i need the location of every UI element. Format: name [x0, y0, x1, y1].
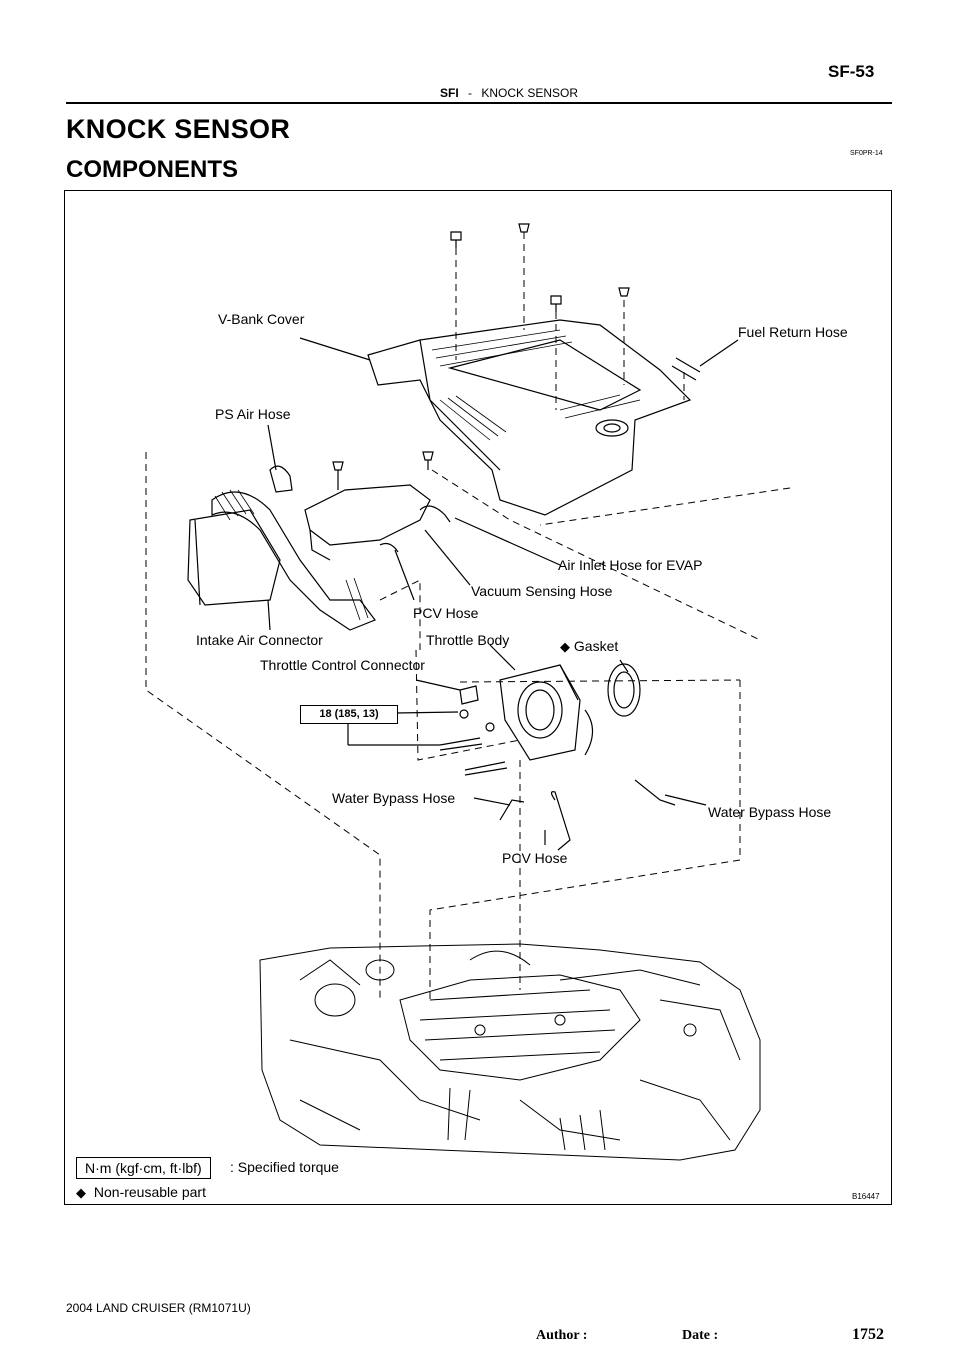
- gasket-text: Gasket: [573, 638, 619, 654]
- header-rule: [66, 102, 892, 104]
- section-title: KNOCK SENSOR: [481, 86, 579, 100]
- section-heading: COMPONENTS: [66, 156, 239, 183]
- label-ps-air-hose: PS Air Hose: [215, 406, 291, 422]
- label-gasket: ◆ Gasket: [560, 638, 618, 655]
- label-water-bypass-hose-right: Water Bypass Hose: [708, 804, 832, 820]
- non-reusable-legend-icon: ◆: [76, 1185, 86, 1200]
- legend-non-reusable: ◆ Non-reusable part: [76, 1184, 206, 1201]
- figure-code: B16447: [852, 1192, 880, 1201]
- label-vacuum-sensing-hose: Vacuum Sensing Hose: [471, 583, 613, 599]
- legend-unit-box: N·m (kgf·cm, ft·lbf): [76, 1157, 211, 1179]
- components-figure: [64, 190, 892, 1205]
- label-fuel-return-hose: Fuel Return Hose: [738, 324, 848, 340]
- doc-code: SF0PR-14: [850, 150, 883, 157]
- label-pcv-hose-top: PCV Hose: [413, 605, 479, 621]
- label-pcv-hose-bottom: PCV Hose: [502, 850, 568, 866]
- torque-spec-box: 18 (185, 13): [300, 705, 398, 724]
- non-reusable-icon: ◆: [560, 639, 570, 654]
- label-air-inlet-hose: Air Inlet Hose for EVAP: [558, 557, 703, 573]
- author-date: Author : Date :: [536, 1328, 719, 1343]
- label-intake-air-connector: Intake Air Connector: [196, 632, 323, 648]
- footer-vehicle: 2004 LAND CRUISER (RM1071U): [66, 1301, 251, 1315]
- label-v-bank-cover: V-Bank Cover: [218, 311, 305, 327]
- legend-unit-description: : Specified torque: [230, 1159, 339, 1175]
- section-name: SFI: [440, 86, 459, 100]
- page-code: SF-53: [828, 62, 875, 81]
- running-header: SFI - KNOCK SENSOR: [440, 86, 578, 100]
- page-title: KNOCK SENSOR: [66, 114, 291, 144]
- page-number: 1752: [852, 1326, 884, 1343]
- header-separator: -: [468, 86, 473, 100]
- legend-non-reusable-text: Non-reusable part: [93, 1184, 206, 1200]
- label-water-bypass-hose-left: Water Bypass Hose: [332, 790, 456, 806]
- label-throttle-control-connector: Throttle Control Connector: [260, 657, 425, 673]
- label-throttle-body: Throttle Body: [426, 632, 510, 648]
